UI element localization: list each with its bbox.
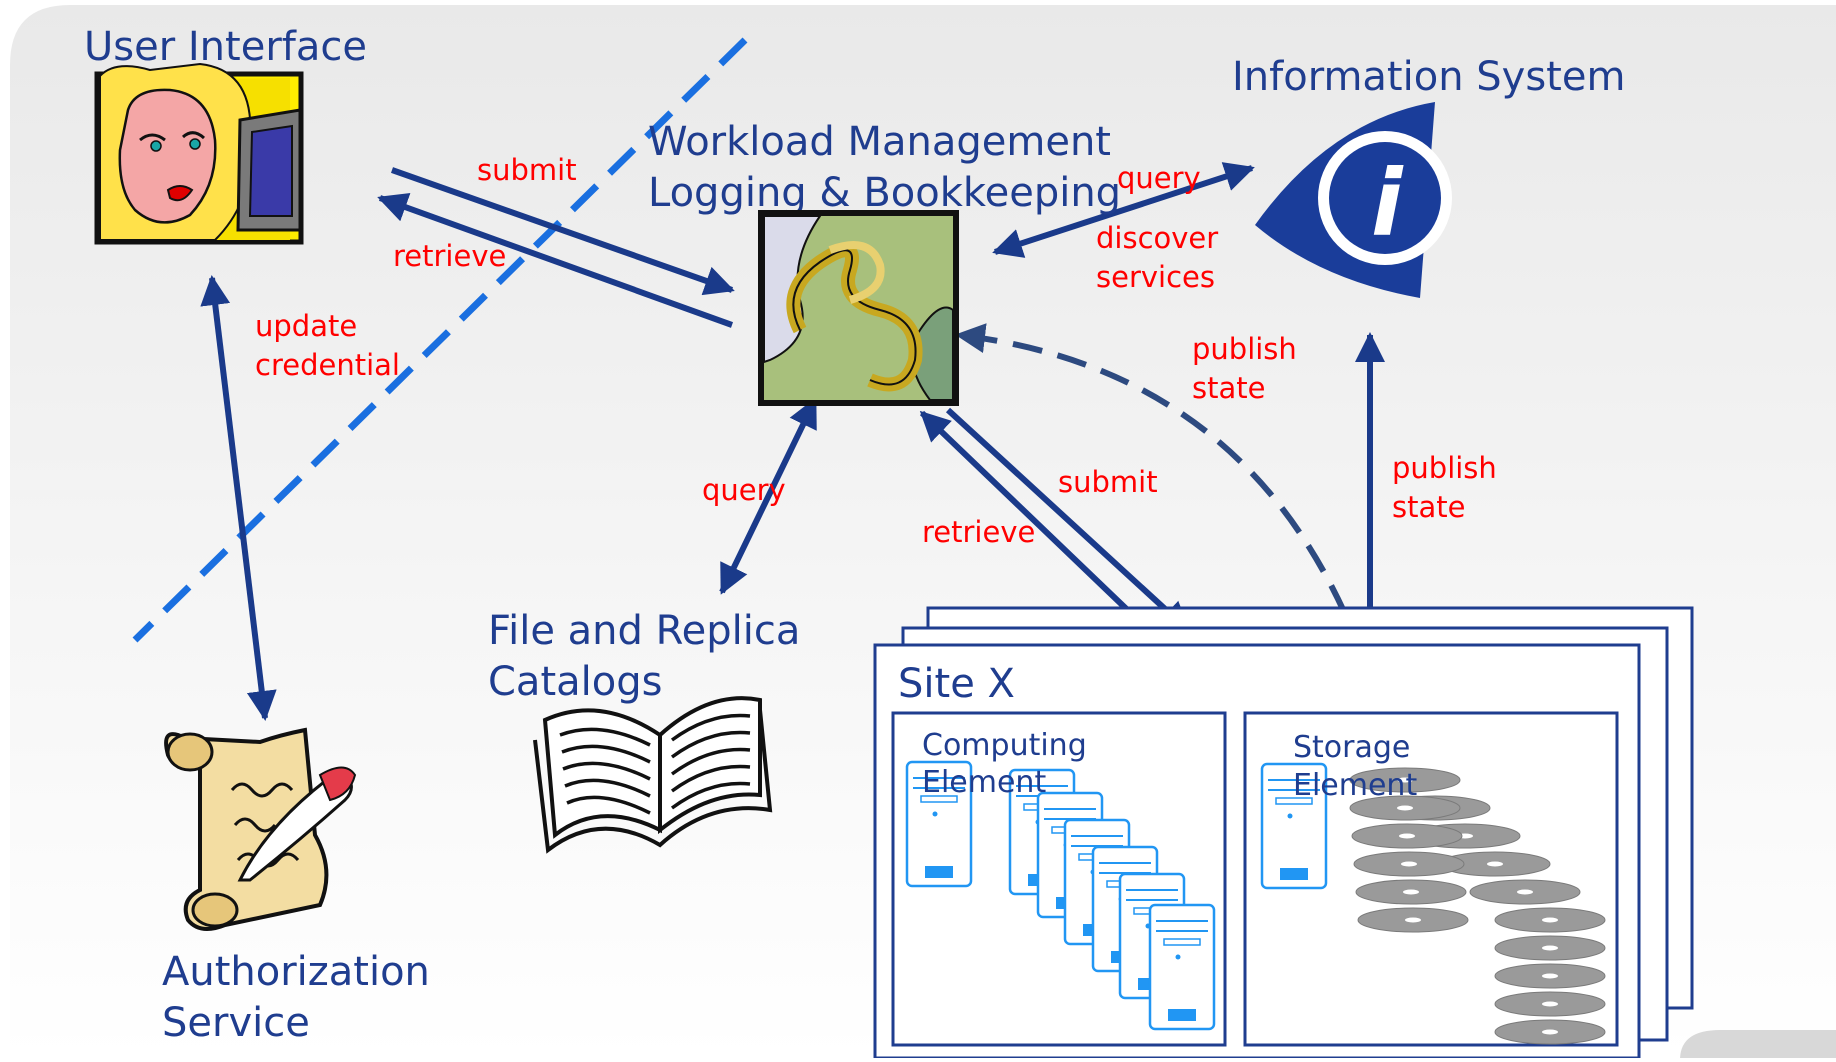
se-publish-state-label-line2: state bbox=[1392, 490, 1465, 524]
information-system-label: Information System bbox=[1232, 54, 1625, 100]
catalogs-label-line1: File and Replica bbox=[488, 608, 800, 654]
site-submit-arrow bbox=[945, 407, 1191, 633]
discover-services-label-line2: services bbox=[1096, 260, 1215, 294]
authorization-node: Authorization Service bbox=[162, 727, 430, 1046]
site-submit-label: submit bbox=[1058, 465, 1158, 499]
ce-publish-state-label-line2: state bbox=[1192, 371, 1265, 405]
catalog-query-label: query bbox=[702, 473, 786, 507]
site-label: Site X bbox=[898, 661, 1015, 707]
catalog-query-arrow bbox=[719, 397, 818, 595]
open-book-icon bbox=[533, 696, 773, 854]
site-retrieve-label: retrieve bbox=[922, 515, 1035, 549]
is-query-label: query bbox=[1117, 161, 1201, 195]
user-interface-label: User Interface bbox=[84, 24, 367, 70]
edge-labels: submit retrieve update credential query … bbox=[255, 153, 1497, 549]
authorization-label-line2: Service bbox=[162, 1000, 310, 1046]
ui-retrieve-arrow bbox=[377, 193, 734, 328]
computing-element: Computing Element bbox=[891, 711, 1227, 1047]
site-x-node: Site X Computing Element bbox=[873, 606, 1694, 1060]
corner-tab bbox=[1680, 1030, 1836, 1060]
ce-publish-dashed-arrow bbox=[955, 323, 1365, 657]
ui-retrieve-label: retrieve bbox=[393, 239, 506, 273]
svg-text:i: i bbox=[1371, 150, 1404, 257]
update-credential-label-line1: update bbox=[255, 309, 357, 343]
ui-submit-arrow bbox=[391, 167, 735, 296]
storage-element-label-line1: Storage bbox=[1293, 730, 1410, 765]
storage-element: Storage Element bbox=[1243, 711, 1619, 1047]
wms-label-line2: Logging & Bookkeeping bbox=[648, 170, 1121, 216]
workload-management-node: Workload Management Logging & Bookkeepin… bbox=[648, 119, 1121, 406]
is-query-arrow bbox=[992, 162, 1255, 258]
ui-submit-label: submit bbox=[477, 153, 577, 187]
computing-element-label-line2: Element bbox=[922, 765, 1046, 800]
authorization-label-line1: Authorization bbox=[162, 949, 430, 995]
catalogs-node: File and Replica Catalogs bbox=[488, 608, 800, 854]
computing-element-label-line1: Computing bbox=[922, 728, 1087, 763]
workload-manager-icon bbox=[758, 210, 959, 406]
storage-element-label-line2: Element bbox=[1293, 768, 1417, 803]
discover-services-label-line1: discover bbox=[1096, 221, 1218, 255]
scroll-quill-icon bbox=[164, 727, 357, 931]
firewall-line bbox=[132, 37, 748, 643]
update-credential-label-line2: credential bbox=[255, 348, 400, 382]
information-eye-icon: i bbox=[1255, 102, 1452, 298]
user-at-computer-icon bbox=[94, 62, 304, 245]
information-system-node: Information System i bbox=[1232, 54, 1625, 298]
se-publish-state-label-line1: publish bbox=[1392, 451, 1497, 485]
update-credential-arrow bbox=[200, 275, 277, 721]
wms-label-line1: Workload Management bbox=[648, 119, 1111, 165]
catalogs-label-line2: Catalogs bbox=[488, 659, 662, 705]
ce-publish-state-label-line1: publish bbox=[1192, 332, 1297, 366]
user-interface-node: User Interface bbox=[84, 24, 367, 245]
